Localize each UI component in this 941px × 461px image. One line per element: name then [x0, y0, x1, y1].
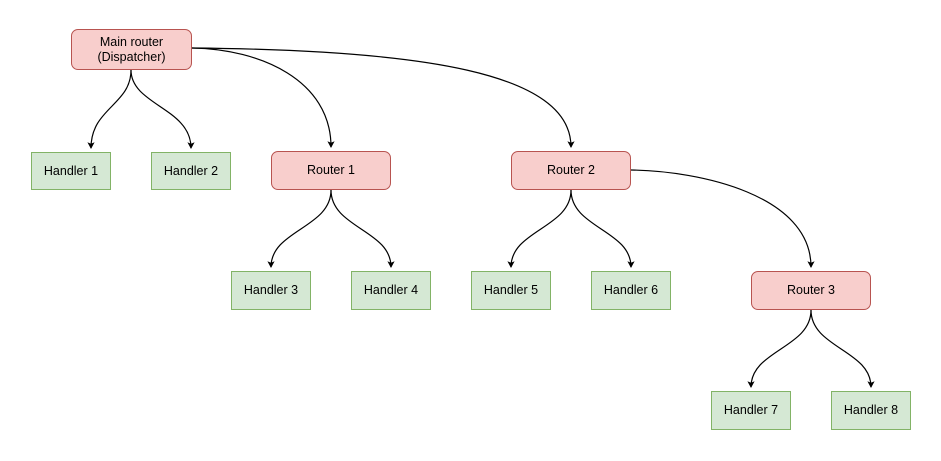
node-handler-6[interactable]: Handler 6 — [591, 271, 671, 310]
edge-main-to-router-1 — [191, 47, 335, 148]
node-label-handler-3: Handler 3 — [243, 283, 299, 297]
node-router-2[interactable]: Router 2 — [511, 151, 631, 190]
node-handler-1[interactable]: Handler 1 — [31, 152, 111, 190]
edge-router-2-to-router-3 — [630, 169, 815, 268]
edge-main-to-router-2 — [191, 47, 575, 148]
edge-router-1-to-handler-4 — [330, 189, 395, 268]
node-router-3[interactable]: Router 3 — [751, 271, 871, 310]
edge-router-2-to-handler-6 — [570, 189, 635, 268]
edge-main-to-handler-1 — [87, 69, 132, 149]
node-label-handler-5: Handler 5 — [483, 283, 539, 297]
node-handler-8[interactable]: Handler 8 — [831, 391, 911, 430]
node-label-router-1: Router 1 — [307, 163, 355, 177]
edge-main-to-handler-2 — [130, 69, 195, 149]
node-handler-2[interactable]: Handler 2 — [151, 152, 231, 190]
node-handler-5[interactable]: Handler 5 — [471, 271, 551, 310]
node-label-handler-7: Handler 7 — [723, 403, 779, 417]
node-handler-3[interactable]: Handler 3 — [231, 271, 311, 310]
node-main-router[interactable]: Main router (Dispatcher) — [71, 29, 192, 70]
node-label-handler-2: Handler 2 — [163, 163, 219, 178]
node-label-handler-1: Handler 1 — [43, 163, 99, 178]
node-router-1[interactable]: Router 1 — [271, 151, 391, 190]
node-label-router-2: Router 2 — [547, 163, 595, 177]
edge-router-2-to-handler-5 — [507, 189, 572, 268]
edge-router-1-to-handler-3 — [267, 189, 332, 268]
node-label-router-3: Router 3 — [787, 283, 835, 297]
node-label-handler-4: Handler 4 — [363, 283, 419, 297]
node-handler-4[interactable]: Handler 4 — [351, 271, 431, 310]
edges-group — [87, 47, 875, 388]
edge-router-3-to-handler-8 — [810, 309, 875, 388]
node-label-main-router: Main router (Dispatcher) — [97, 34, 166, 64]
node-label-handler-8: Handler 8 — [843, 403, 899, 417]
node-label-handler-6: Handler 6 — [603, 283, 659, 297]
node-handler-7[interactable]: Handler 7 — [711, 391, 791, 430]
edge-router-3-to-handler-7 — [747, 309, 812, 388]
